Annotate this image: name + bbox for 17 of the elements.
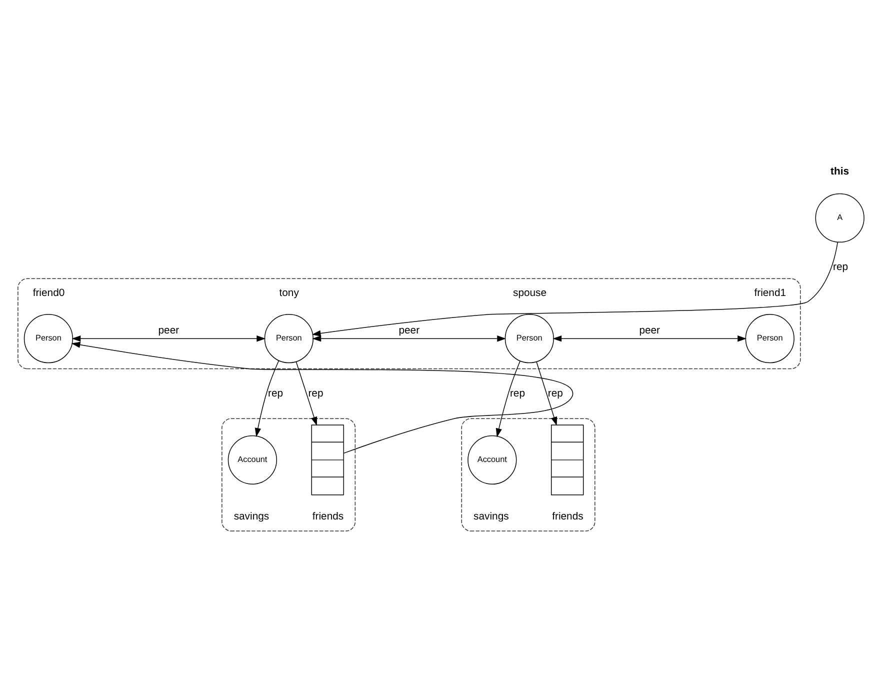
- edge-label: peer: [398, 325, 420, 336]
- node-label: friends: [312, 510, 344, 522]
- node-label: savings: [473, 510, 508, 522]
- edge-label: peer: [638, 325, 660, 336]
- node-label: savings: [233, 510, 269, 522]
- edge-label: rep: [832, 261, 848, 272]
- node-label: tony: [278, 287, 298, 298]
- edge-label: peer: [158, 325, 179, 336]
- edge-label: rep: [509, 388, 524, 399]
- edge-label: rep: [267, 388, 283, 399]
- node-label: this: [830, 166, 849, 178]
- node-label: spouse: [512, 287, 546, 298]
- node-label: friends: [552, 510, 583, 522]
- edge-label: rep: [308, 388, 323, 399]
- node-label: friend1: [754, 287, 786, 298]
- node-label: friend0: [32, 287, 64, 298]
- edge-label: rep: [547, 388, 562, 399]
